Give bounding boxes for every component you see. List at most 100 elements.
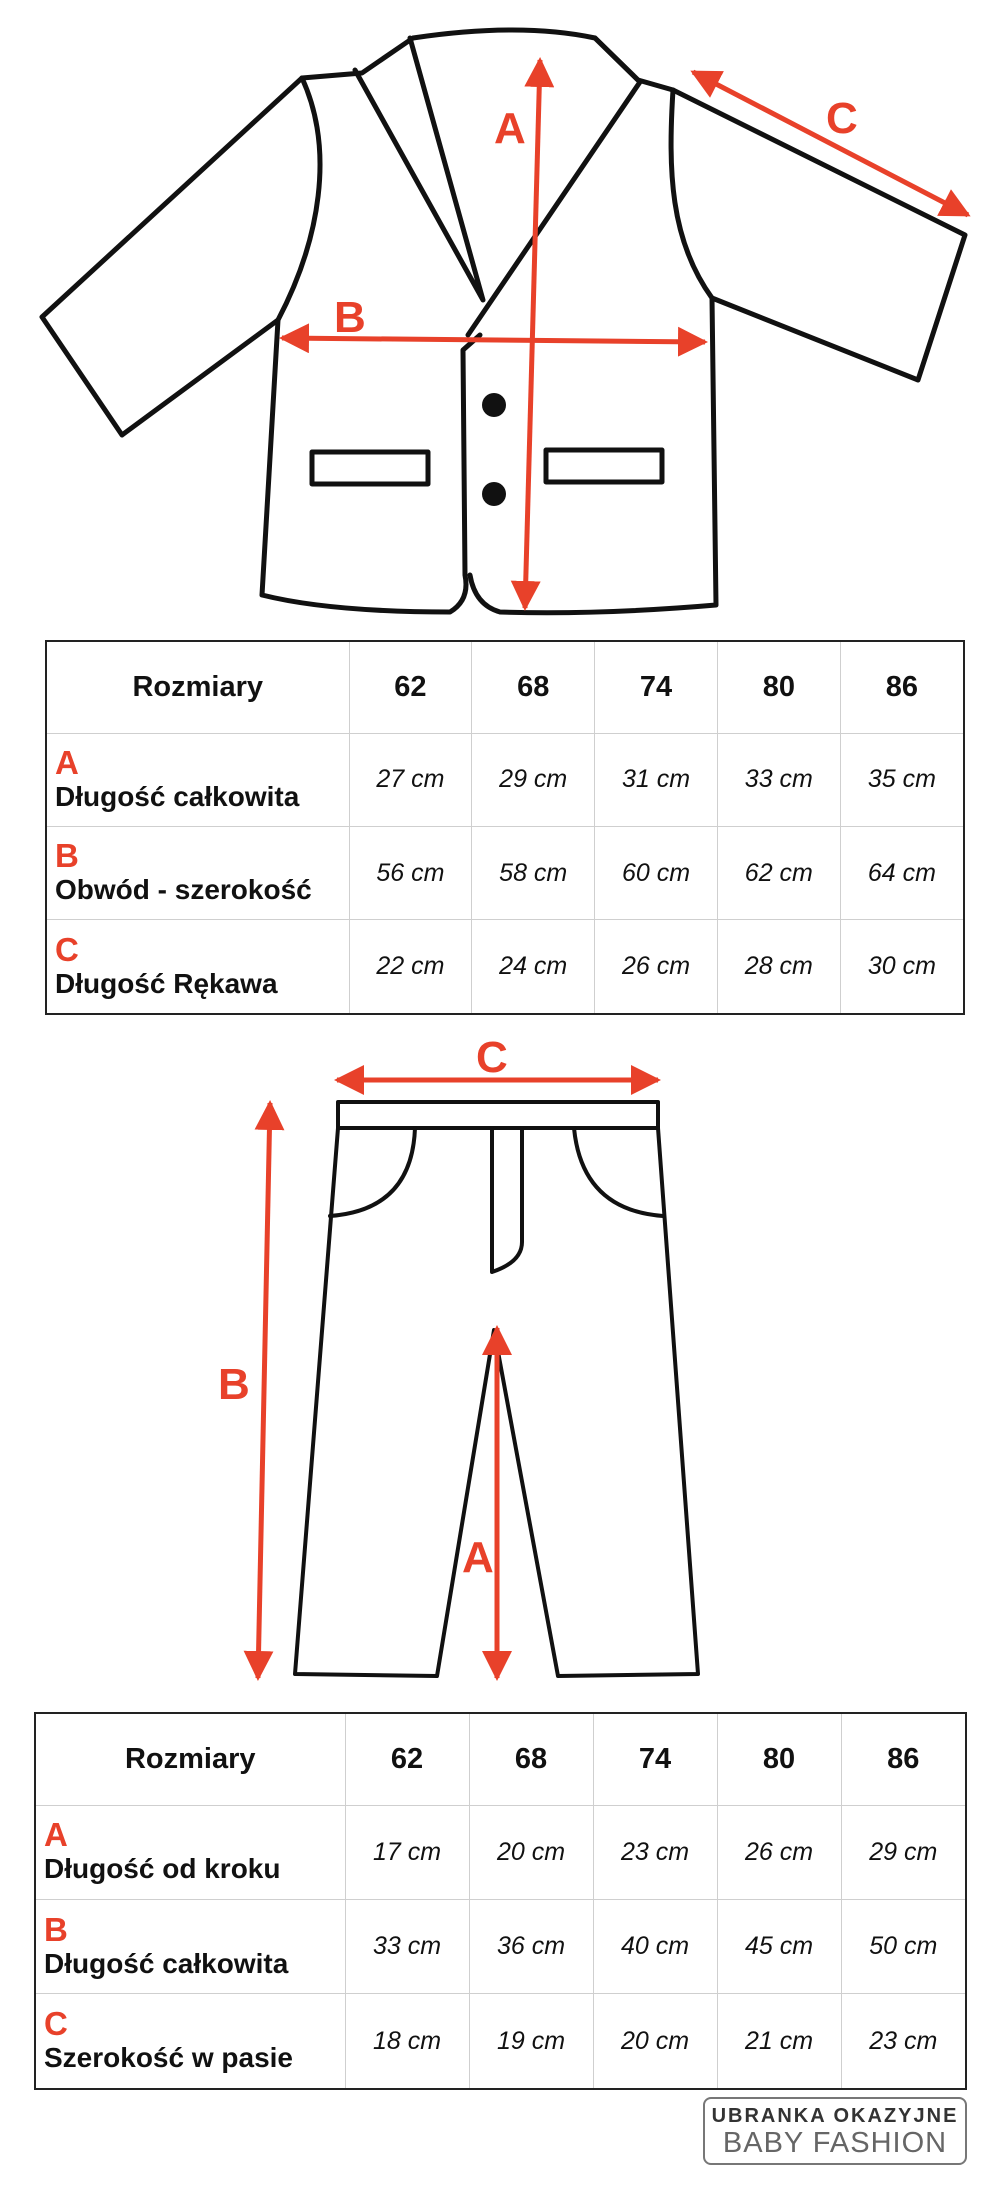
jacket-label-c: C xyxy=(826,94,858,143)
table-cell: 45 cm xyxy=(716,1898,842,1995)
size-header: 86 xyxy=(839,640,965,734)
table-row: C Długość Rękawa 22 cm 24 cm 26 cm 28 cm… xyxy=(45,919,965,1015)
size-header: 74 xyxy=(594,640,718,734)
table-cell: 33 cm xyxy=(344,1898,470,1995)
row-name: Obwód - szerokość xyxy=(55,874,312,906)
table-cell: 20 cm xyxy=(592,1993,718,2090)
table-cell: 64 cm xyxy=(839,825,965,921)
table-header-row: Rozmiary 62 68 74 80 86 xyxy=(34,1712,967,1806)
pants-label-c: C xyxy=(476,1033,508,1082)
jacket-button-top xyxy=(482,393,506,417)
jacket-lapel-left xyxy=(352,35,486,303)
jacket-lapel-right xyxy=(465,35,643,338)
row-name: Długość Rękawa xyxy=(55,967,278,999)
jacket-collar xyxy=(299,27,676,93)
size-header: 68 xyxy=(468,1712,594,1806)
table-cell: 31 cm xyxy=(594,732,718,827)
table-cell: 26 cm xyxy=(716,1804,842,1900)
logo-line-2: BABY FASHION xyxy=(722,2127,948,2159)
table-cell: 19 cm xyxy=(468,1993,594,2090)
table-cell: 28 cm xyxy=(716,919,841,1015)
row-label: A Długość od kroku xyxy=(34,1804,346,1900)
row-letter: A xyxy=(44,1816,68,1854)
row-name: Szerokość w pasie xyxy=(44,2042,294,2074)
table-cell: 26 cm xyxy=(594,919,718,1015)
row-label: A Długość całkowita xyxy=(45,732,350,827)
row-name: Długość całkowita xyxy=(55,780,300,812)
table-cell: 30 cm xyxy=(839,919,965,1015)
table-cell: 24 cm xyxy=(471,919,596,1015)
table-header-label: Rozmiary xyxy=(34,1712,346,1806)
jacket-left-sleeve xyxy=(39,75,305,438)
jacket-body-right xyxy=(467,87,719,616)
jacket-label-b: B xyxy=(334,293,366,342)
table-cell: 23 cm xyxy=(840,1993,967,2090)
table-row: C Szerokość w pasie 18 cm 19 cm 20 cm 21… xyxy=(34,1993,967,2090)
table-row: B Długość całkowita 33 cm 36 cm 40 cm 45… xyxy=(34,1898,967,1995)
table-cell: 40 cm xyxy=(592,1898,718,1995)
table-cell: 36 cm xyxy=(468,1898,594,1995)
pants-pocket-right xyxy=(572,1126,665,1218)
pants-waistband xyxy=(336,1100,660,1130)
row-label: C Szerokość w pasie xyxy=(34,1993,346,2090)
table-cell: 58 cm xyxy=(471,825,596,921)
table-row: A Długość całkowita 27 cm 29 cm 31 cm 33… xyxy=(45,732,965,827)
table-header-label: Rozmiary xyxy=(45,640,350,734)
table-cell: 29 cm xyxy=(840,1804,967,1900)
size-header: 74 xyxy=(592,1712,718,1806)
jacket-right-sleeve xyxy=(670,87,968,383)
table-cell: 35 cm xyxy=(839,732,965,827)
table-cell: 18 cm xyxy=(344,1993,470,2090)
size-header: 62 xyxy=(348,640,473,734)
table-row: B Obwód - szerokość 56 cm 58 cm 60 cm 62… xyxy=(45,825,965,921)
pants-fly xyxy=(490,1126,524,1274)
table-cell: 22 cm xyxy=(348,919,473,1015)
row-letter: B xyxy=(44,1910,68,1948)
table-cell: 27 cm xyxy=(348,732,473,827)
table-header-row: Rozmiary 62 68 74 80 86 xyxy=(45,640,965,734)
logo-line-1: UBRANKA OKAZYJNE xyxy=(711,2105,959,2127)
table-cell: 60 cm xyxy=(594,825,718,921)
jacket-label-a: A xyxy=(494,104,526,153)
jacket-pocket-right xyxy=(543,447,665,485)
row-letter: C xyxy=(44,2005,68,2043)
pants-size-table: Rozmiary 62 68 74 80 86 A Długość od kro… xyxy=(34,1712,967,2090)
table-cell: 56 cm xyxy=(348,825,473,921)
jacket-body-left xyxy=(259,75,483,615)
table-cell: 62 cm xyxy=(716,825,841,921)
row-letter: C xyxy=(55,930,79,968)
table-cell: 17 cm xyxy=(344,1804,470,1900)
size-header: 62 xyxy=(344,1712,470,1806)
jacket-size-table: Rozmiary 62 68 74 80 86 A Długość całkow… xyxy=(45,640,965,1015)
row-label: C Długość Rękawa xyxy=(45,919,350,1015)
size-header: 68 xyxy=(471,640,596,734)
size-header: 86 xyxy=(840,1712,967,1806)
pants-diagram: A B C xyxy=(218,1033,700,1681)
jacket-arrow-a xyxy=(510,57,555,611)
jacket-pocket-left xyxy=(309,449,431,487)
row-name: Długość całkowita xyxy=(44,1947,289,1979)
table-cell: 21 cm xyxy=(716,1993,842,2090)
table-cell: 33 cm xyxy=(716,732,841,827)
jacket-arrow-b xyxy=(279,323,708,357)
row-letter: B xyxy=(55,837,79,875)
pants-label-a: A xyxy=(462,1533,494,1582)
table-cell: 50 cm xyxy=(840,1898,967,1995)
jacket-arrow-c xyxy=(690,69,971,218)
pants-arrow-b xyxy=(243,1100,285,1681)
jacket-button-bottom xyxy=(482,482,506,506)
jacket-diagram: A B C xyxy=(39,27,971,616)
row-name: Długość od kroku xyxy=(44,1853,281,1885)
size-header: 80 xyxy=(716,640,841,734)
table-row: A Długość od kroku 17 cm 20 cm 23 cm 26 … xyxy=(34,1804,967,1900)
table-cell: 20 cm xyxy=(468,1804,594,1900)
table-cell: 23 cm xyxy=(592,1804,718,1900)
row-label: B Obwód - szerokość xyxy=(45,825,350,921)
pants-pocket-left xyxy=(328,1126,417,1218)
pants-label-b: B xyxy=(218,1360,250,1409)
size-header: 80 xyxy=(716,1712,842,1806)
row-letter: A xyxy=(55,743,79,781)
row-label: B Długość całkowita xyxy=(34,1898,346,1995)
brand-logo: UBRANKA OKAZYJNE BABY FASHION xyxy=(703,2097,967,2165)
table-cell: 29 cm xyxy=(471,732,596,827)
